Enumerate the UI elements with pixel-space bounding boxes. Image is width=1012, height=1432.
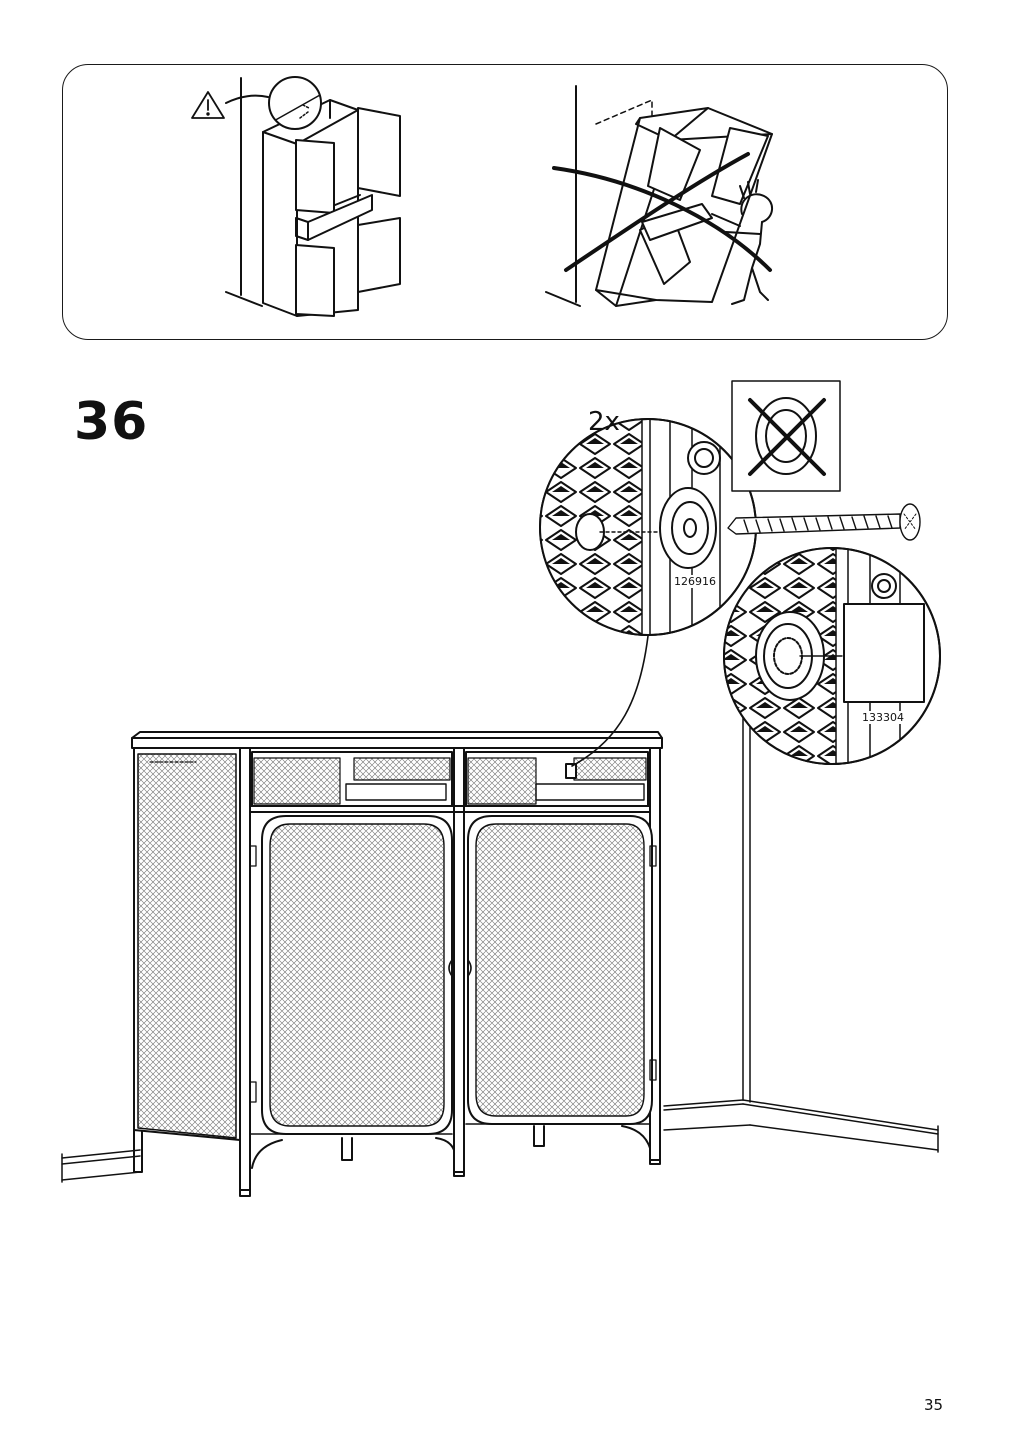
part-number-wall-plug: 133304 <box>862 711 904 724</box>
page-number: 35 <box>924 1396 944 1414</box>
part-number-screw: 126916 <box>674 575 716 588</box>
correct-anchored-cabinet-illustration <box>225 76 401 317</box>
screw-detail-callout <box>539 418 757 636</box>
wall-and-floor-lines <box>61 709 939 1183</box>
wall-plug-detail-callout <box>723 547 941 765</box>
detail-leader-line <box>571 635 649 767</box>
forbidden-cross-icon <box>731 380 841 492</box>
incorrect-tipping-cabinet-illustration <box>545 85 773 307</box>
screw-icon <box>727 503 921 541</box>
quantity-label: 2x <box>588 407 620 437</box>
sideboard-cabinet <box>131 731 663 1197</box>
safety-warning-panel <box>62 64 948 340</box>
step-number: 36 <box>74 392 149 452</box>
warning-triangle-icon <box>191 91 225 119</box>
